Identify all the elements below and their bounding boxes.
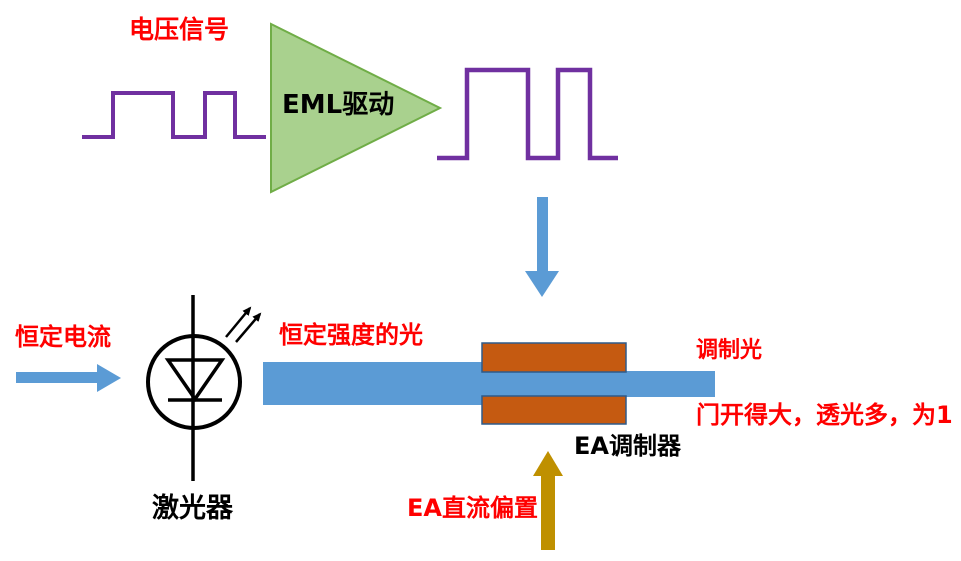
voltage-signal-label: 电压信号 <box>129 15 230 44</box>
input-square-wave-icon <box>82 91 266 139</box>
modulated-light-label: 调制光 <box>696 338 763 363</box>
amplifier-triangle-icon <box>270 22 443 194</box>
output-square-wave-icon <box>437 67 618 161</box>
laser-label: 激光器 <box>152 493 233 524</box>
constant-light-label: 恒定强度的光 <box>279 321 423 349</box>
signal-down-arrow-icon <box>525 197 559 297</box>
eml-driver-label: EML驱动 <box>282 90 395 120</box>
constant-current-label: 恒定电流 <box>15 323 111 351</box>
light-emission-arrows-icon <box>225 306 262 343</box>
bias-up-arrow-icon <box>533 451 563 550</box>
gate-note-label: 门开得大，透光多，为1 <box>696 401 953 429</box>
current-right-arrow-icon <box>16 364 121 392</box>
laser-diode-icon <box>146 295 242 481</box>
ea-modulator-label: EA调制器 <box>574 432 681 460</box>
light-beam-thin <box>482 371 715 397</box>
ea-modulator-bottom-electrode <box>481 395 627 425</box>
light-beam-thick <box>263 362 482 405</box>
ea-modulator-top-electrode <box>481 342 627 373</box>
ea-dc-bias-label: EA直流偏置 <box>407 494 538 522</box>
